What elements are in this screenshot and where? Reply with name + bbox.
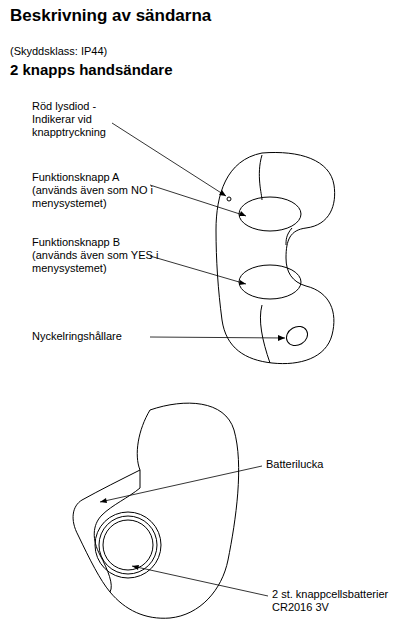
handset-seam — [259, 155, 292, 363]
battery-cell-inner2 — [103, 520, 153, 570]
arrow-head — [219, 190, 226, 196]
arrow-head — [132, 565, 139, 570]
handset-back-edge — [137, 410, 150, 470]
callout-label: Röd lysdiod - Indikerar vid knapptryckni… — [32, 100, 120, 140]
subtitle: (Skyddsklass: IP44) — [10, 45, 210, 58]
keyring-hole — [283, 323, 311, 350]
arrow-head — [239, 280, 246, 285]
arrow-head — [239, 211, 246, 216]
callout-label: Nyckelringshållare — [32, 330, 152, 343]
battery-cell — [95, 512, 161, 578]
led-indicator — [227, 197, 231, 201]
arrow-head — [100, 498, 107, 503]
leader-line — [150, 337, 285, 338]
button-a — [239, 197, 301, 231]
callout-label: Funktionsknapp B (används även som YES i… — [32, 236, 160, 276]
arrow-head — [278, 335, 285, 341]
callout-label: Funktionsknapp A (används även som NO i … — [32, 171, 160, 211]
leader-line — [132, 566, 268, 596]
callout-label: 2 st. knappcellsbatterier CR2016 3V — [272, 588, 396, 614]
leader-line — [150, 185, 246, 216]
leader-line — [150, 256, 246, 284]
button-b — [239, 265, 301, 299]
section-heading: 2 knapps handsändare — [10, 61, 270, 79]
handset-body — [216, 152, 335, 363]
page-title: Beskrivning av sändarna — [10, 6, 211, 26]
handset-back — [110, 403, 239, 618]
leader-line — [100, 466, 262, 502]
callout-label: Batterilucka — [266, 458, 386, 471]
battery-cell-inner — [99, 516, 157, 574]
